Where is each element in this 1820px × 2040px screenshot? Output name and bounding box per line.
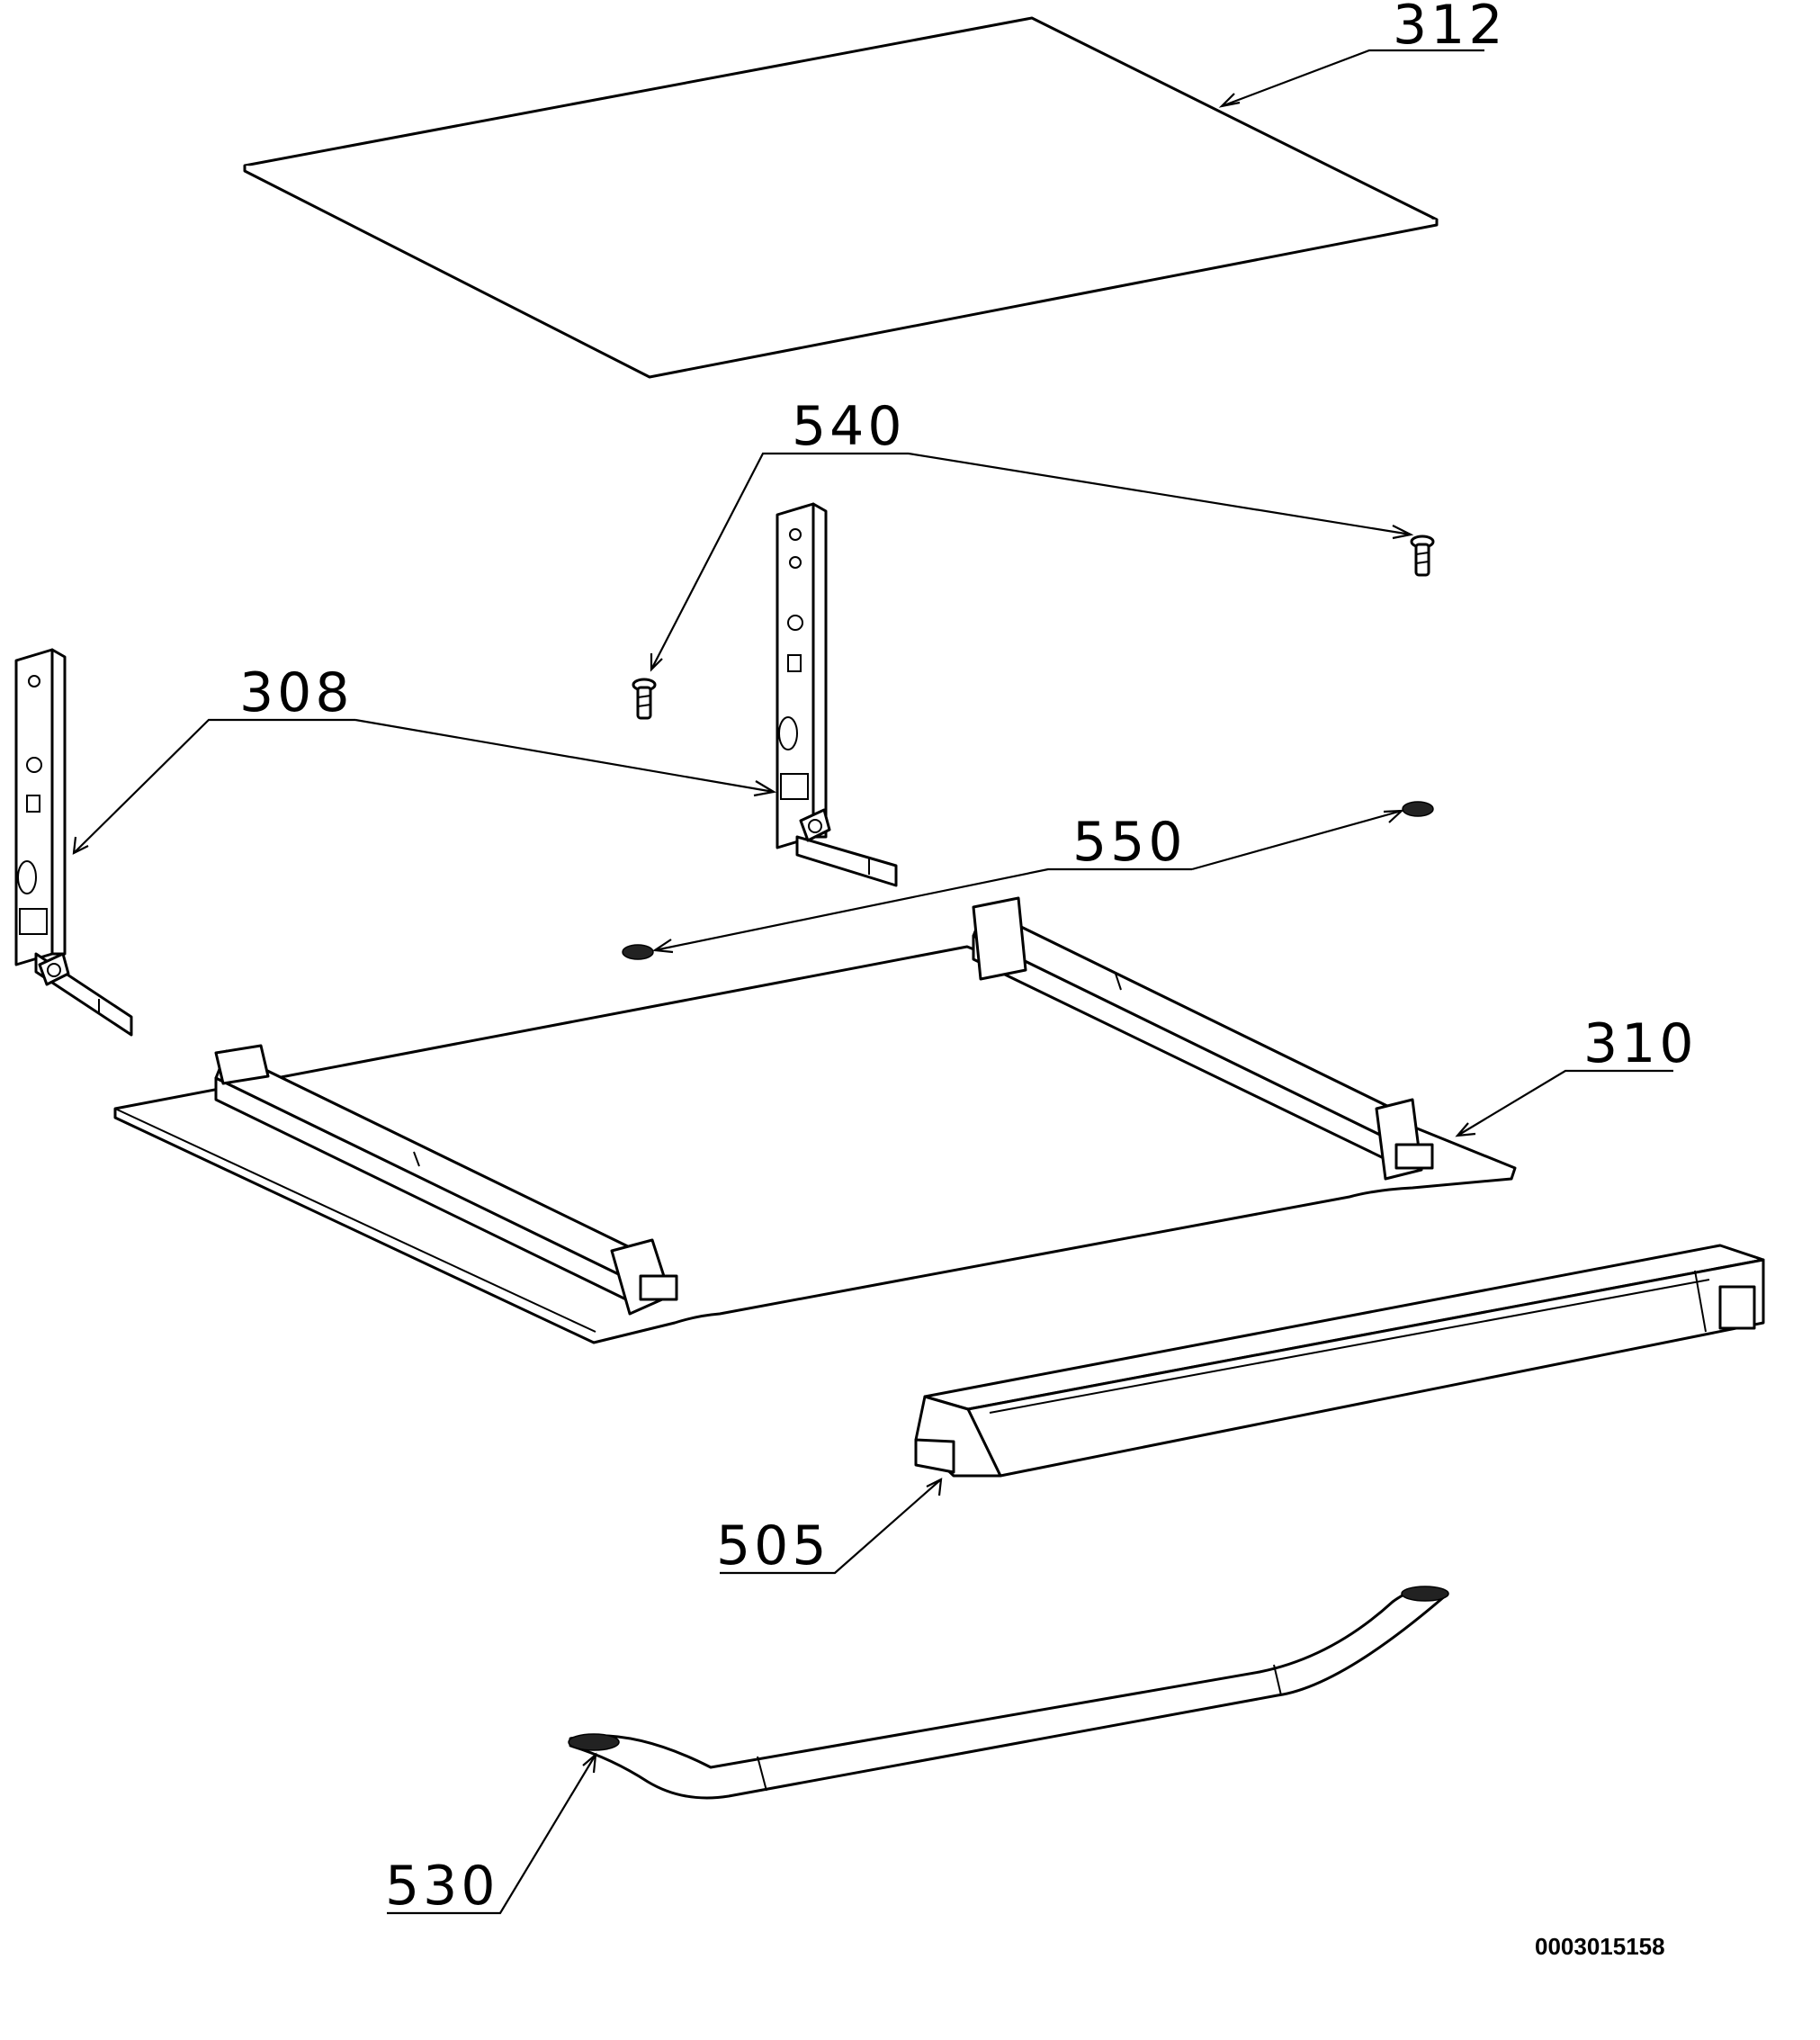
leader-550 — [651, 809, 1404, 954]
callout-530: 530 — [385, 1855, 499, 1918]
part-310-rail-right — [972, 896, 1434, 1181]
document-id: 0003015158 — [1535, 1933, 1665, 1960]
part-530-tube-handle — [568, 1586, 1449, 1800]
leader-308 — [72, 718, 777, 855]
part-505-handle-bar — [914, 1244, 1765, 1478]
callout-310: 310 — [1583, 1012, 1698, 1075]
part-310-rail-left — [214, 1044, 678, 1316]
callout-505: 505 — [716, 1514, 830, 1577]
part-308-hinge-left — [14, 648, 133, 1037]
part-540-screw-left — [632, 678, 657, 720]
leader-505 — [720, 1478, 943, 1575]
leader-310 — [1455, 1069, 1673, 1137]
leader-530 — [387, 1752, 597, 1915]
part-540-screw-right — [1410, 535, 1435, 577]
callout-540: 540 — [792, 395, 906, 458]
leader-312 — [1218, 49, 1484, 108]
callout-308: 308 — [239, 661, 354, 724]
part-550-washer-right — [1402, 801, 1434, 817]
part-308-hinge-right — [776, 502, 898, 887]
part-312-glass-panel — [243, 16, 1439, 379]
callout-312: 312 — [1393, 0, 1507, 57]
part-550-washer-left — [622, 944, 654, 960]
leader-540 — [650, 452, 1414, 672]
callout-550: 550 — [1072, 811, 1187, 874]
